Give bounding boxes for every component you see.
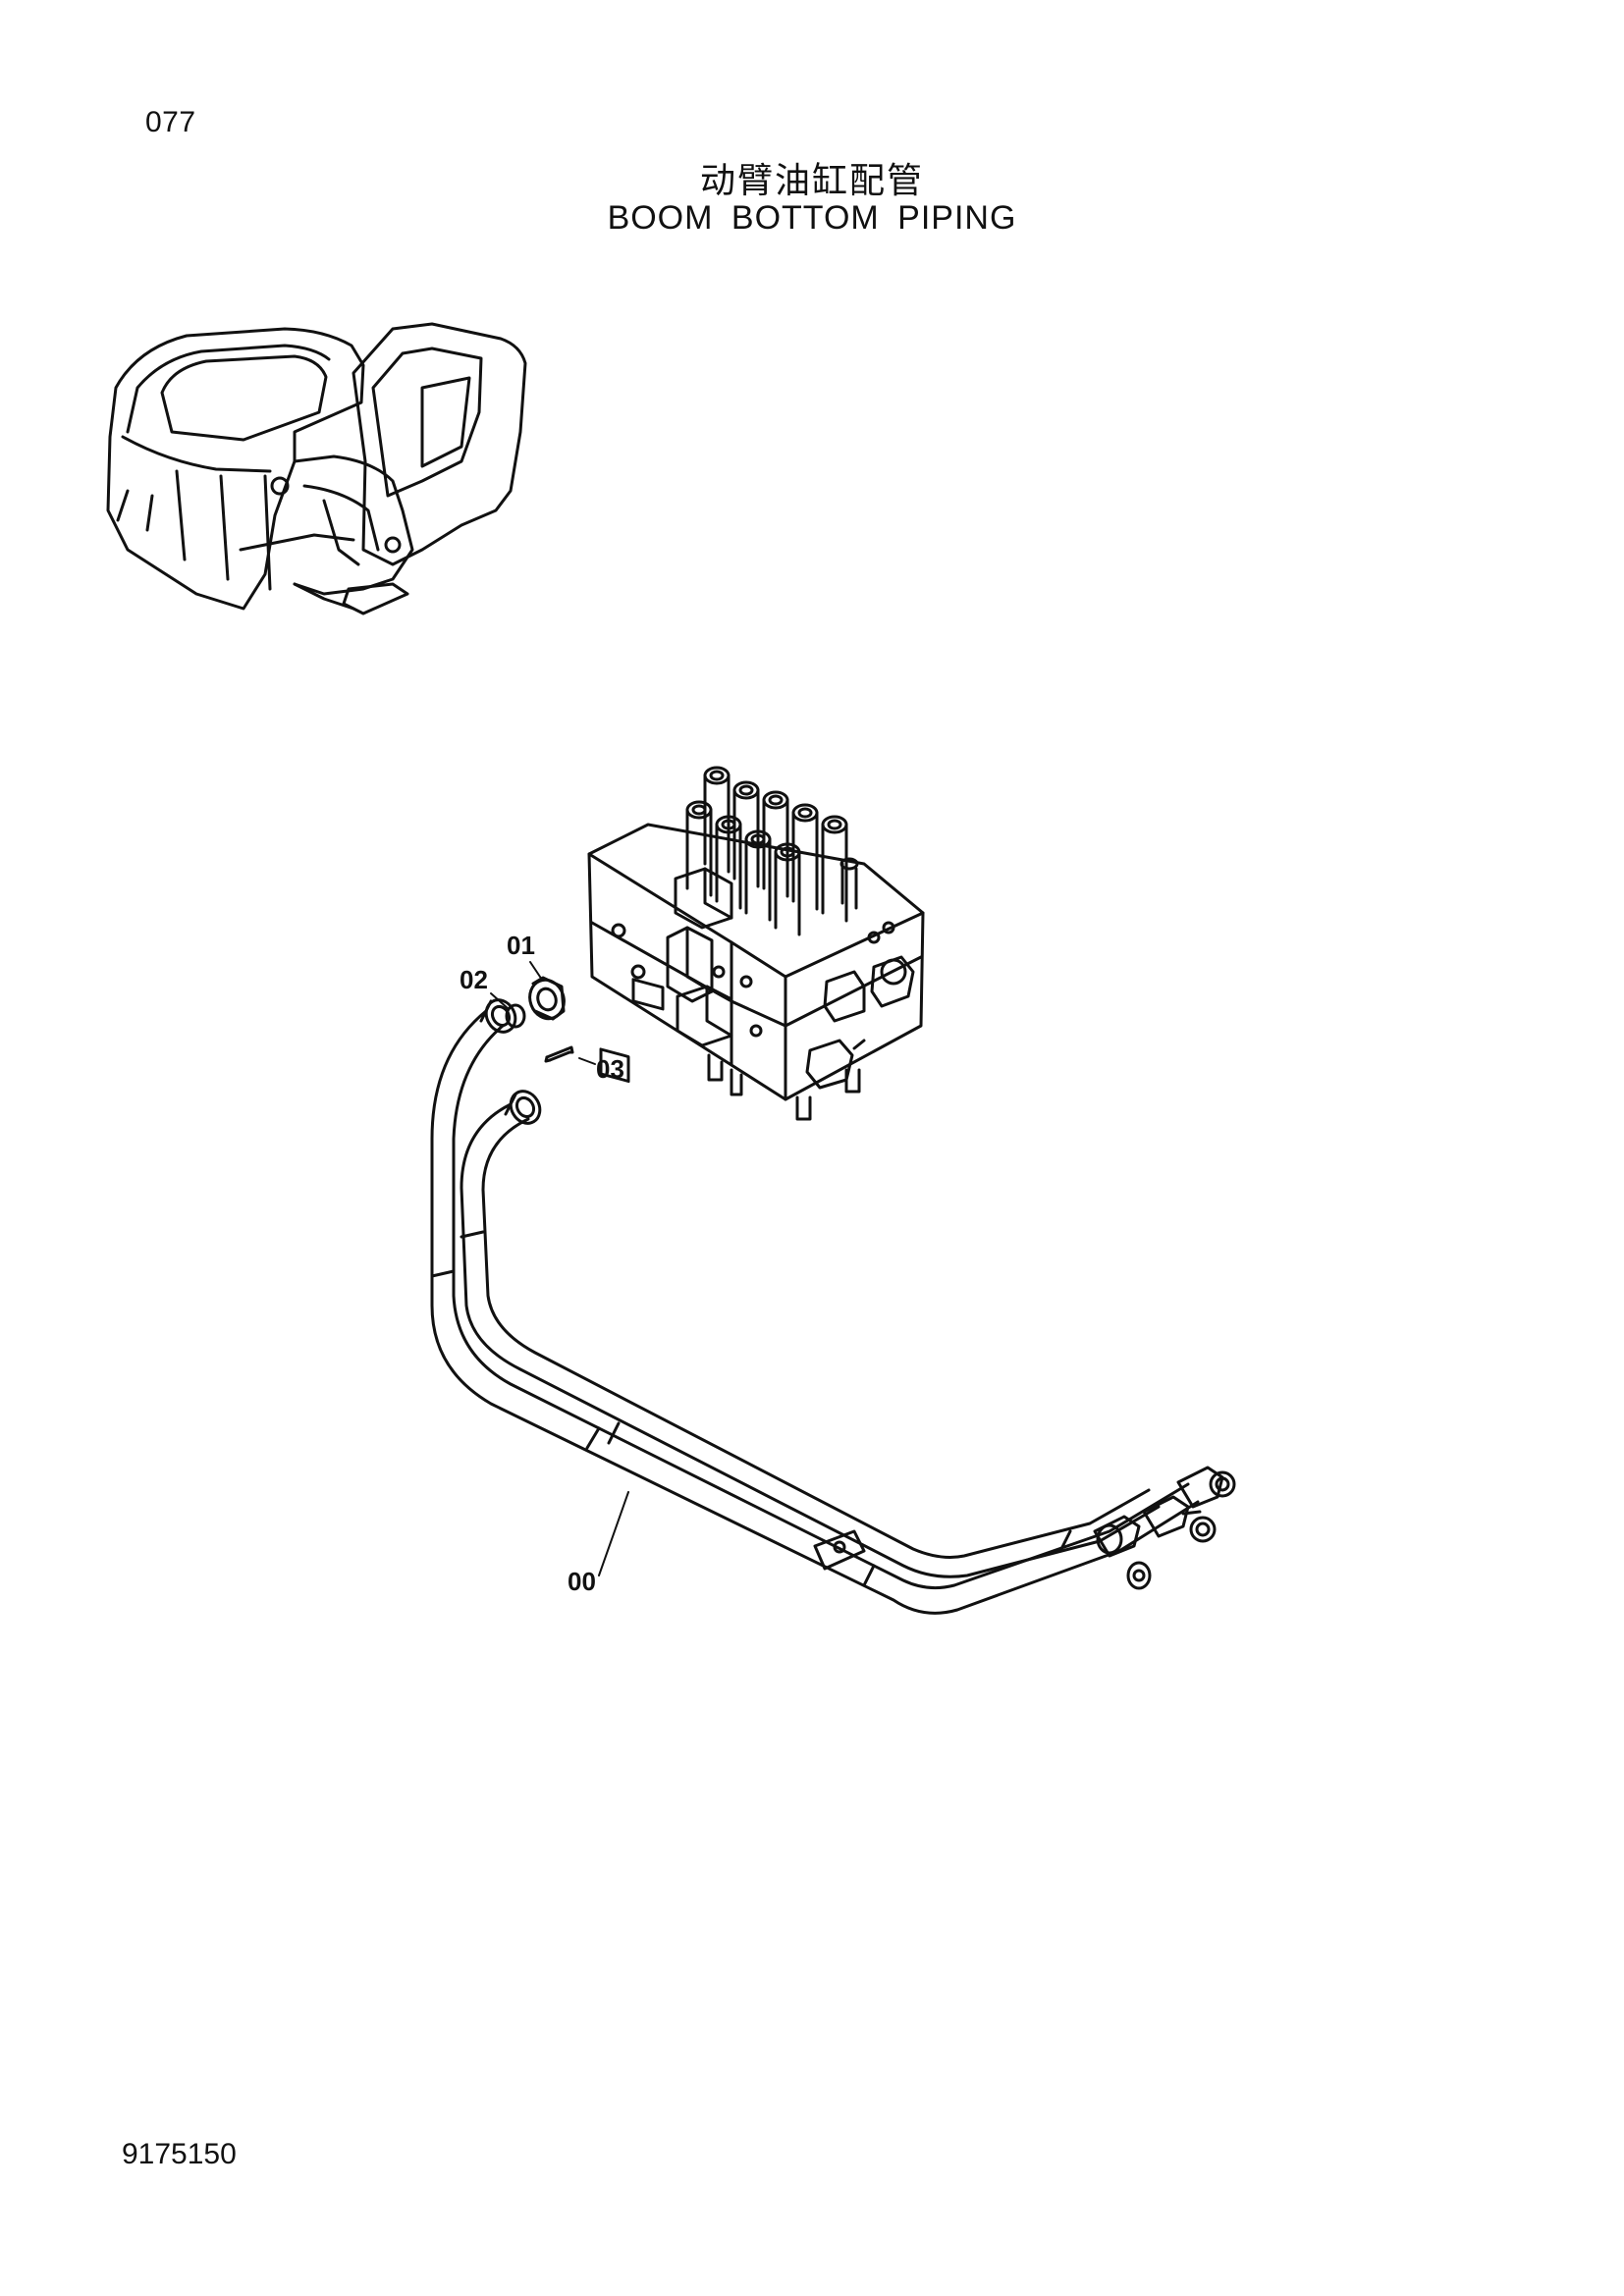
document-number: 9175150 — [122, 2138, 237, 2170]
part-label-02: 02 — [460, 965, 488, 994]
leader-lines — [490, 961, 629, 1576]
hose-assembly-icon — [430, 998, 1236, 1615]
title-english: BOOM BOTTOM PIPING — [607, 199, 1017, 237]
part-label-00: 00 — [568, 1567, 596, 1596]
control-valve-icon — [587, 766, 925, 1121]
excavator-overview-icon — [106, 322, 527, 615]
title-chinese: 动臂油缸配管 — [699, 161, 924, 201]
part-label-03: 03 — [596, 1054, 624, 1084]
part-label-01: 01 — [507, 931, 535, 960]
fitting-parts — [505, 976, 574, 1063]
page-number: 077 — [145, 106, 196, 138]
